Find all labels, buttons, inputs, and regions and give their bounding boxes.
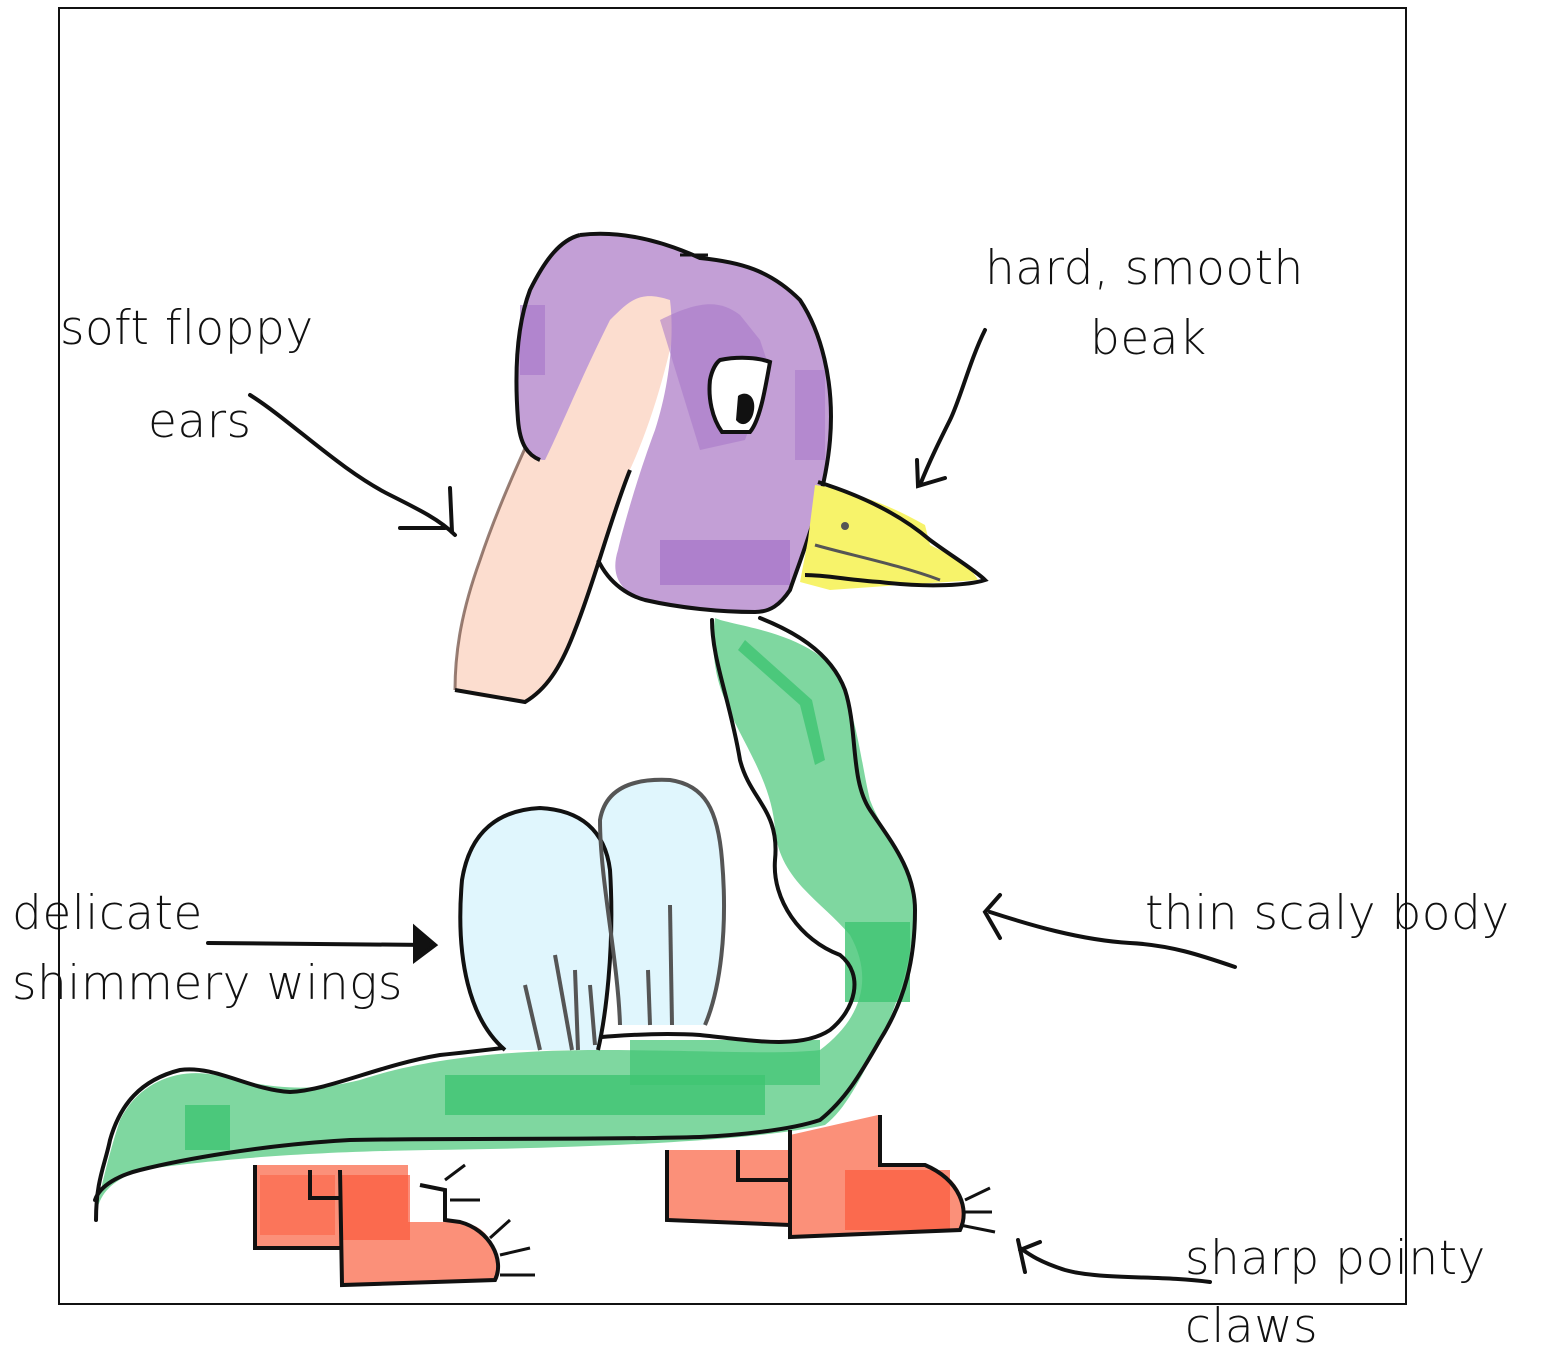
wings-label-line2: shimmery wings — [12, 960, 403, 1007]
creature-wings — [460, 780, 724, 1050]
body-label: thin scaly body — [1145, 890, 1510, 937]
claws-label-line2: claws — [1185, 1303, 1318, 1350]
wings-label-line1: delicate — [12, 890, 203, 937]
ears-label-line2: ears — [148, 398, 252, 445]
beak-label-line1: hard, smooth — [985, 245, 1304, 292]
creature-beak — [800, 482, 985, 590]
beak-arrow — [917, 330, 985, 486]
claws-label-line1: sharp pointy — [1185, 1235, 1486, 1282]
claws-arrow — [1018, 1240, 1210, 1282]
ears-label-line1: soft floppy — [60, 305, 314, 352]
ears-arrow — [250, 395, 455, 535]
beak-label-line2: beak — [1090, 315, 1207, 362]
